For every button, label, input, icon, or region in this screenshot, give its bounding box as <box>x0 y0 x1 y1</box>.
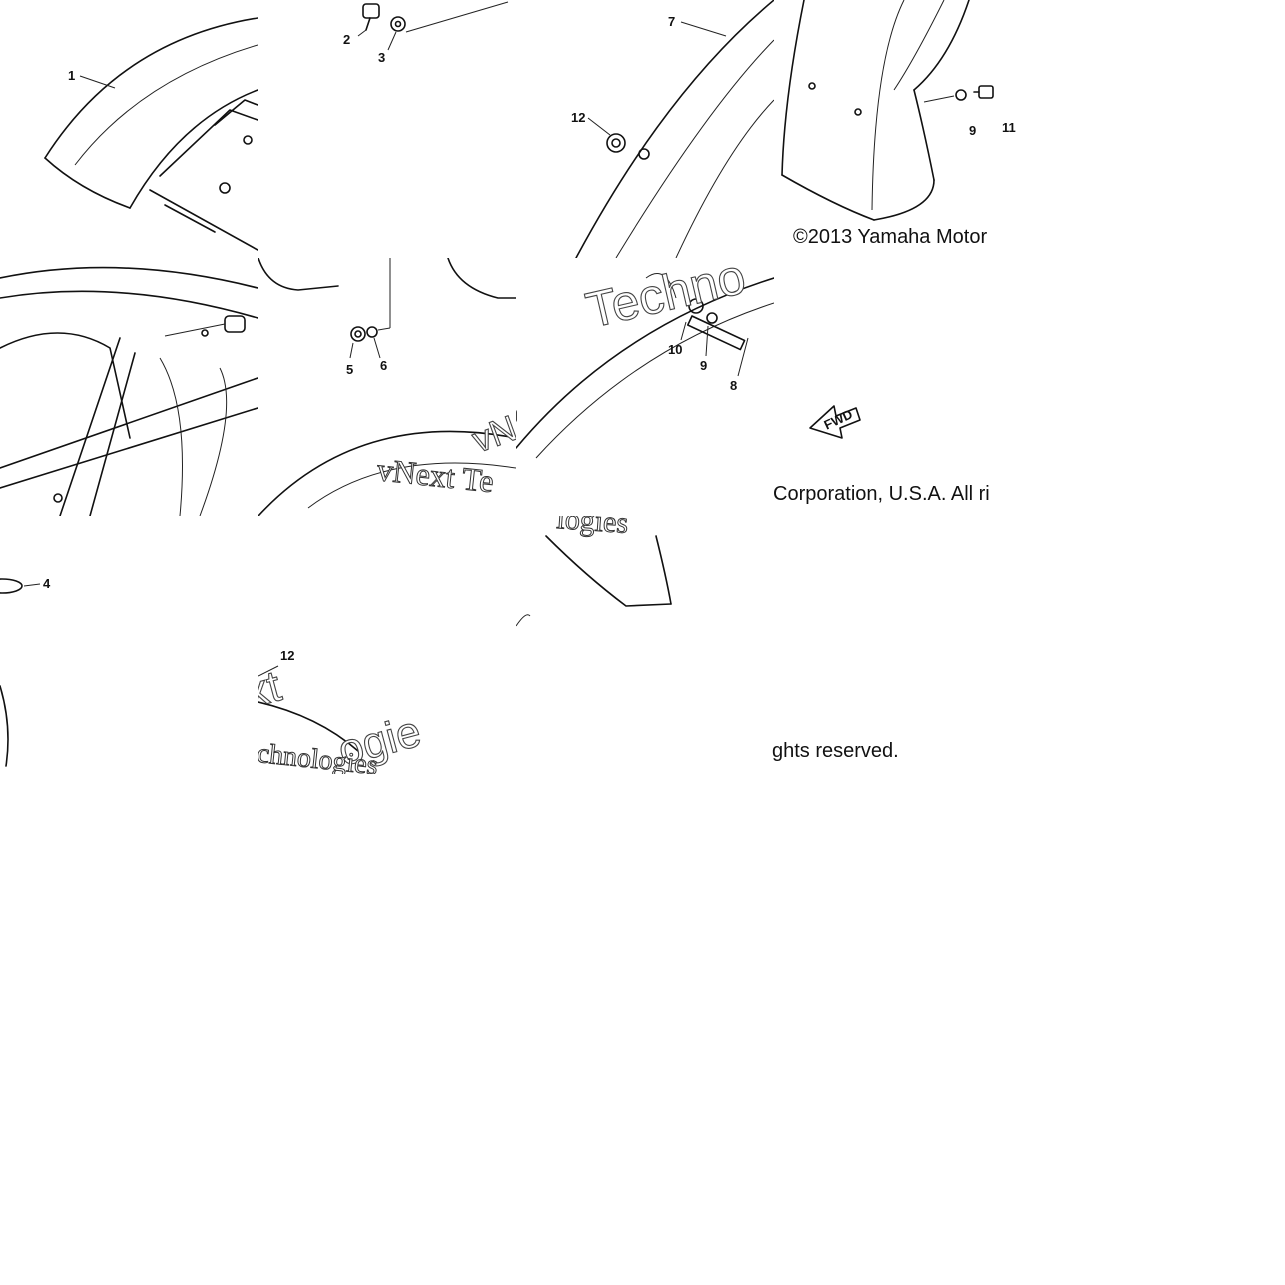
callout-12-top: 12 <box>571 110 585 125</box>
watermark-xt: xt <box>258 662 286 718</box>
copyright-line-3: ghts reserved. <box>772 740 899 762</box>
tile-pivot: 10 9 8 Techno <box>516 258 774 516</box>
fender-rear-drawing: 9 11 <box>781 0 1016 221</box>
bolt-drawing: 2 3 <box>343 1 509 65</box>
callout-10: 10 <box>668 342 682 357</box>
copyright-line-1: ©2013 Yamaha Motor <box>793 226 988 248</box>
callout-11: 11 <box>1002 120 1016 135</box>
tile-fender-rear: 9 11 <box>774 0 1032 258</box>
callout-2: 2 <box>343 32 350 47</box>
watermark-vn: vN <box>467 407 516 461</box>
tile-nut: 5 6 vNext Te vN <box>258 258 516 516</box>
pivot-drawing: 10 9 8 Techno <box>516 258 774 459</box>
callout-9-mid: 9 <box>700 358 707 373</box>
fender-tip-drawing: logies <box>516 516 672 627</box>
fwd-label: FWD <box>822 406 855 432</box>
callout-7: 7 <box>668 14 675 29</box>
copyright-line-2: Corporation, U.S.A. All ri <box>773 483 990 505</box>
tile-rear-fender: 7 12 <box>516 0 774 258</box>
rear-fender-drawing: 7 12 <box>571 0 774 258</box>
callout-3: 3 <box>378 50 385 65</box>
watermark-logies: logies <box>556 516 630 540</box>
tile-wheel <box>0 258 258 516</box>
tile-bolts: 2 3 <box>258 0 516 258</box>
front-fender-drawing: 1 <box>44 17 258 251</box>
tile-front-fender: 1 <box>0 0 258 258</box>
wheel-drawing <box>0 266 258 516</box>
bolt-12-drawing: 12 xt ogie chnologies <box>258 648 426 774</box>
callout-8: 8 <box>730 378 737 393</box>
fwd-arrow: FWD <box>809 405 861 439</box>
callout-4: 4 <box>43 576 51 591</box>
tile-ring: 4 <box>0 516 258 774</box>
tile-bolt-12: 12 xt ogie chnologies <box>258 516 516 774</box>
watermark-techno: Techno <box>581 258 751 339</box>
nut-drawing: 5 6 vNext Te vN <box>258 258 516 516</box>
watermark-vnext: vNext Te <box>375 451 495 499</box>
callout-5: 5 <box>346 362 353 377</box>
ring-drawing: 4 <box>0 576 51 767</box>
tile-fwd: FWD <box>774 258 1032 516</box>
callout-12-bottom: 12 <box>280 648 294 663</box>
callout-6: 6 <box>380 358 387 373</box>
callout-1: 1 <box>68 68 75 83</box>
callout-9-top: 9 <box>969 123 976 138</box>
tile-fender-tip: logies <box>516 516 774 774</box>
